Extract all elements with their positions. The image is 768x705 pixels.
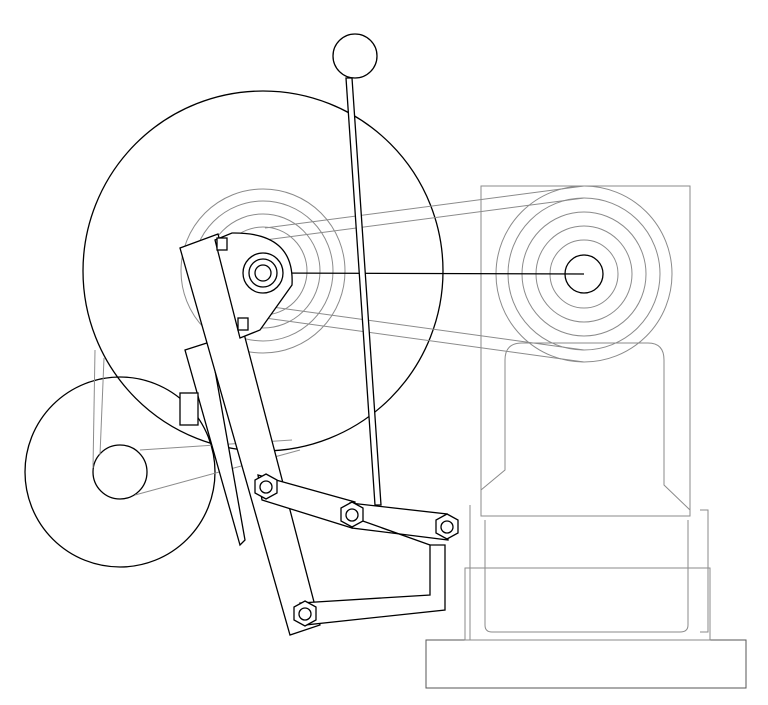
nut-1 (254, 473, 278, 500)
belts (92, 185, 585, 496)
bracket (179, 341, 246, 547)
frame (469, 185, 709, 640)
base-plate (425, 639, 747, 689)
lever-handle (332, 33, 382, 506)
inclined-arm (179, 232, 321, 636)
small-wheel (24, 376, 216, 568)
nut-3 (435, 513, 459, 540)
base-step (464, 567, 711, 641)
center-line (262, 272, 585, 275)
nut-2 (340, 501, 364, 528)
linkage (257, 474, 449, 626)
nut-4 (293, 600, 317, 627)
